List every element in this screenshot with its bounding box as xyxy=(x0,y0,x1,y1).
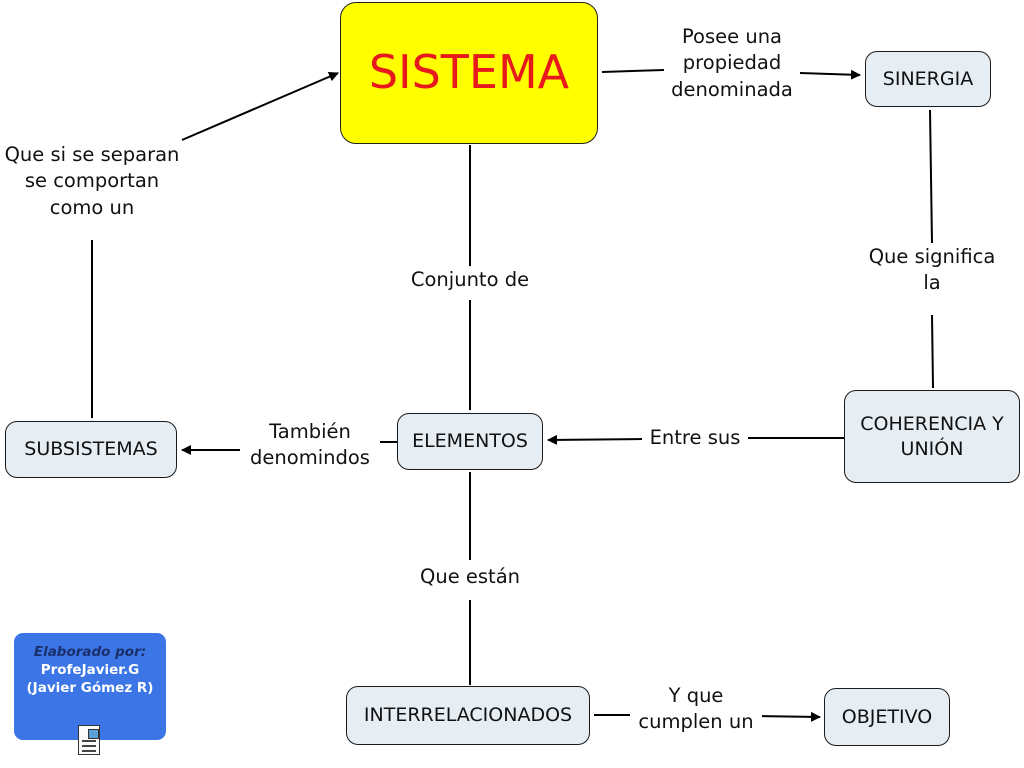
line-quesi-sistema xyxy=(181,71,339,141)
node-interrelacionados: INTERRELACIONADOS xyxy=(346,686,590,745)
line-significa-coherencia xyxy=(931,314,934,389)
credit-by: Elaborado por: xyxy=(33,644,147,660)
node-coherencia: COHERENCIA Y UNIÓN xyxy=(844,390,1020,483)
line-entre-elementos xyxy=(547,434,643,445)
label-entre: Entre sus xyxy=(642,425,748,452)
document-icon[interactable] xyxy=(78,725,100,755)
label-posee: Posee una propiedad denominada xyxy=(664,24,800,103)
line-sinergia-significa xyxy=(929,109,933,244)
node-objetivo: OBJETIVO xyxy=(824,688,950,746)
credit-box: Elaborado por: ProfeJavier.G (Javier Góm… xyxy=(14,633,166,740)
node-subsistemas: SUBSISTEMAS xyxy=(5,421,177,478)
label-estan: Que están xyxy=(405,564,535,591)
line-sistema-posee xyxy=(601,69,665,73)
credit-full: (Javier Gómez R) xyxy=(26,680,154,697)
line-posee-sinergia xyxy=(799,69,861,80)
credit-name: ProfeJavier.G xyxy=(40,662,140,679)
node-sistema: SISTEMA xyxy=(340,2,598,144)
node-sinergia: SINERGIA xyxy=(865,51,991,107)
line-cumplen-objetivo xyxy=(757,711,821,722)
label-tambien: También denomindos xyxy=(240,419,380,472)
label-significa: Que significa la xyxy=(862,244,1002,297)
label-que-si: Que si se separan se comportan como un xyxy=(0,142,184,221)
node-elementos: ELEMENTOS xyxy=(397,413,543,470)
label-conjunto: Conjunto de xyxy=(400,267,540,294)
label-cumplen: Y que cumplen un xyxy=(630,683,762,736)
